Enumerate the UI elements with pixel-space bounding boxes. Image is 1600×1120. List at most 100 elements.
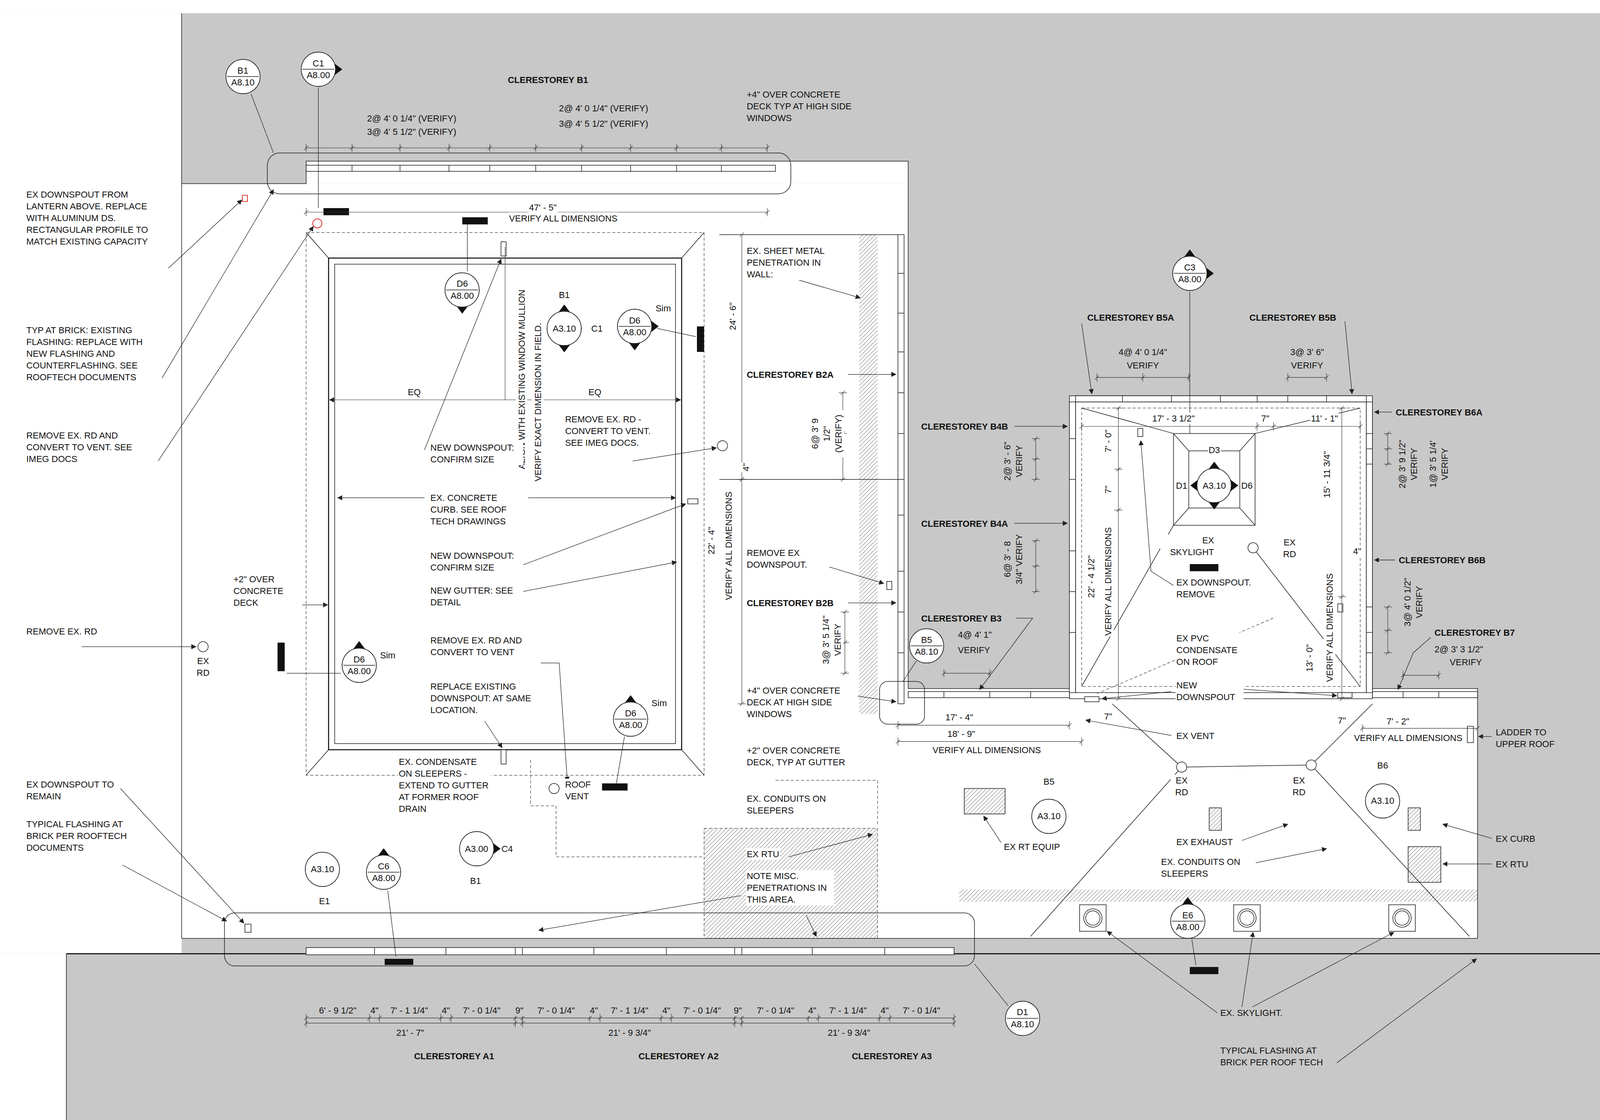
plan-note: EX DOWNSPOUT FROM LANTERN ABOVE. REPLACE… [25, 188, 154, 248]
plan-note: 2@ 3' - 6" VERIFY [1001, 437, 1025, 485]
plan-note: 7' - 0 1/4" [462, 1004, 502, 1017]
roof-area [0, 953, 67, 1120]
extension-line [943, 669, 944, 678]
extension-line [1114, 468, 1123, 470]
plan-note: 6' - 9 1/2" [318, 1004, 358, 1017]
section-callout: D6A8.00 [616, 308, 653, 345]
callout-text-box: C6A8.00 [365, 854, 402, 891]
callout-text-box: A3.10 [1196, 467, 1232, 504]
window-mullion [374, 947, 375, 955]
conduit-band [959, 889, 1478, 902]
bay-line [719, 479, 898, 480]
plan-note: 7" [1336, 714, 1347, 727]
skylight-dome [1395, 911, 1410, 926]
plan-note: B6 [1376, 759, 1390, 772]
skylight-line [1173, 433, 1189, 452]
plan-note: CLERESTOREY A1 [413, 1050, 495, 1062]
extension-line [766, 208, 768, 217]
callout-cloud [224, 913, 975, 967]
upper-roof-outline [1069, 395, 1373, 699]
roof-area [306, 161, 909, 184]
section-line [387, 890, 397, 957]
callout-text: A3.10 [1202, 480, 1227, 491]
callout-divider [614, 719, 647, 720]
callout-text: A8.00 [347, 666, 371, 677]
window-mullion [1069, 550, 1076, 552]
window-mullion [741, 947, 743, 955]
plan-note: 17' - 3 1/2" [1151, 412, 1196, 425]
extension-line [1256, 422, 1258, 431]
extension-line [721, 143, 722, 152]
plan-note: 7' - 0 1/4" [682, 1004, 722, 1017]
callout-text-box: D6A8.00 [341, 647, 378, 684]
plan-note: 3@ 4' 5 1/2" (VERIFY) [366, 125, 458, 138]
extension-line [305, 1019, 307, 1028]
extension-line [1326, 373, 1327, 382]
plan-note: 9" [514, 1004, 525, 1017]
exhaust [1408, 807, 1421, 831]
leader-arrow [1344, 321, 1353, 395]
window-mullion [1256, 395, 1258, 402]
extension-line [1031, 479, 1040, 480]
section-callout: C1A8.00 [300, 51, 337, 88]
extension-line [448, 143, 450, 152]
leader-arrow [1374, 559, 1395, 561]
callout-arrows [318, 51, 1239, 922]
extension-line [1114, 698, 1123, 699]
plan-note: 7' - 0 1/4" [536, 1004, 576, 1017]
roof-area [1069, 395, 1373, 699]
skylight-line [1239, 508, 1256, 526]
dimension-line [306, 1022, 955, 1024]
extension-line [351, 143, 353, 152]
downspout [1467, 726, 1474, 743]
callout-text: A3.10 [310, 864, 335, 875]
section-line [903, 660, 917, 682]
extension-line [1081, 422, 1082, 431]
rtu-hatch [704, 828, 878, 939]
extension-line [838, 479, 847, 480]
callout-text: A3.10 [552, 323, 577, 334]
hip-line [1081, 525, 1174, 687]
window-mullion [1220, 395, 1221, 402]
dimension-line [943, 673, 990, 674]
callout-text-box: A3.10 [1031, 798, 1067, 835]
leader-arrow [158, 226, 314, 461]
plan-note: 7' - 0 1/4" [901, 1004, 942, 1017]
plan-note: EX PVC CONDENSATE ON ROOF [1175, 632, 1251, 668]
callout-circle [908, 628, 945, 664]
downspout [687, 498, 698, 505]
window-mullion [897, 479, 904, 480]
leader-arrow [1014, 426, 1068, 427]
leader-arrow [484, 721, 503, 748]
hip-line [1254, 408, 1361, 434]
window-frame [1069, 402, 1076, 693]
extension-line [581, 143, 582, 152]
callout-outline [613, 702, 648, 737]
section-callout: E6A8.00 [1169, 903, 1206, 940]
section-callout: B5A8.10 [908, 628, 945, 664]
plan-note: 2@ 4' 0 1/4" (VERIFY) [366, 112, 458, 125]
roof-drain [1176, 762, 1187, 773]
window-mullion [445, 947, 447, 955]
window-mullion [989, 691, 991, 698]
extension-line [897, 721, 899, 730]
plan-note: 21' - 9 3/4" [607, 1026, 652, 1039]
window-mullion [1069, 591, 1076, 593]
extension-line [1114, 509, 1123, 511]
plan-note: EX. CONDUITS ON SLEEPERS [1160, 856, 1256, 880]
extension-line [1438, 671, 1439, 680]
plan-note: CLERESTOREY B2A [745, 368, 835, 381]
extension-line [1383, 630, 1392, 631]
plan-note: VERIFY [1290, 359, 1324, 372]
leader-arrow [847, 374, 896, 375]
dimension-line [897, 741, 1082, 742]
window-mullion [811, 947, 813, 955]
extension-line [1114, 407, 1123, 409]
leader-arrow [1242, 824, 1288, 841]
downspout [1084, 696, 1100, 703]
plan-note: CLERESTOREY B3 [920, 612, 1003, 625]
section-cut-bar [277, 642, 285, 672]
section-callout: A3.10 [304, 851, 341, 888]
plan-note: REMOVE EX DOWNSPOUT. [745, 547, 830, 571]
